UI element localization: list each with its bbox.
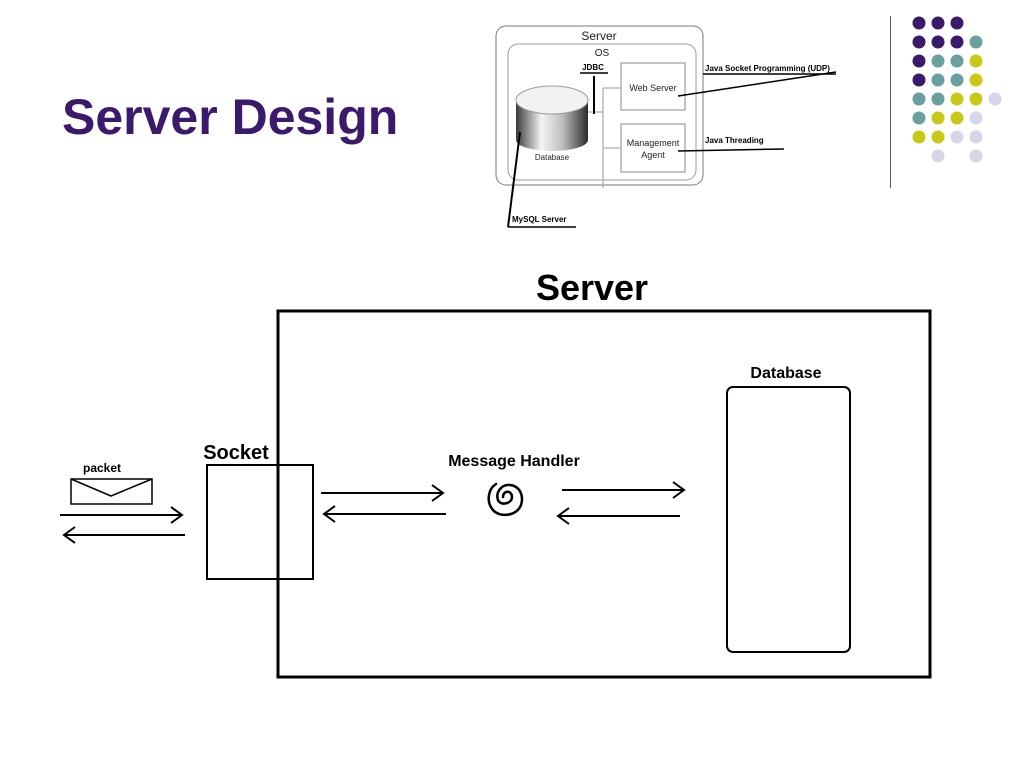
- decorative-dot: [931, 149, 945, 163]
- decorative-dot: [950, 92, 964, 106]
- small-web-server-box: [620, 62, 686, 111]
- arrow-packet-in: [60, 506, 184, 524]
- database-box: [726, 386, 851, 653]
- packet-envelope-icon: [70, 478, 153, 505]
- decorative-dot: [969, 92, 983, 106]
- decorative-dot: [912, 73, 926, 87]
- decorative-dot: [969, 35, 983, 49]
- decorative-dot: [969, 73, 983, 87]
- decorative-dot: [912, 54, 926, 68]
- management-agent-label-line2: Agent: [641, 150, 665, 160]
- decorative-dot: [931, 92, 945, 106]
- arrow-handler-to-socket: [322, 505, 446, 523]
- server-box: [276, 309, 932, 679]
- message-handler-label: Message Handler: [448, 453, 580, 470]
- database-label: Database: [750, 365, 821, 382]
- decorative-dot: [931, 111, 945, 125]
- decorative-dot: [912, 16, 926, 30]
- arrow-socket-to-handler: [321, 484, 445, 502]
- decorative-dot: [912, 111, 926, 125]
- decorative-dot-grid: [912, 16, 1002, 163]
- callout-threading: Java Threading: [705, 136, 764, 145]
- divider-line: [890, 16, 891, 188]
- decorative-dot: [969, 111, 983, 125]
- arrow-database-to-handler: [556, 507, 680, 525]
- main-server-diagram: Server Database Socket Message Handler p…: [60, 267, 932, 679]
- decorative-dot: [969, 54, 983, 68]
- decorative-dot: [988, 92, 1002, 106]
- decorative-dot: [912, 35, 926, 49]
- decorative-dot: [931, 54, 945, 68]
- socket-box: [206, 464, 314, 580]
- decorative-dot: [931, 130, 945, 144]
- decorative-dot: [950, 130, 964, 144]
- decorative-dot: [950, 73, 964, 87]
- arrow-packet-out: [62, 526, 185, 544]
- small-management-agent-box: [620, 123, 686, 173]
- management-agent-label-line1: Management: [627, 138, 680, 148]
- server-label: Server: [536, 267, 648, 308]
- page-title: Server Design: [62, 89, 399, 145]
- arrow-handler-to-database: [562, 481, 686, 499]
- packet-label: packet: [83, 461, 121, 475]
- jdbc-label: JDBC: [582, 63, 604, 72]
- small-database-label: Database: [535, 153, 570, 162]
- decorative-dot: [931, 73, 945, 87]
- decorative-dot: [950, 111, 964, 125]
- callout-udp: Java Socket Programming (UDP): [705, 64, 830, 73]
- socket-label: Socket: [203, 442, 269, 464]
- small-server-label: Server: [581, 29, 616, 43]
- small-database-cylinder: [515, 85, 589, 151]
- web-server-label: Web Server: [629, 83, 676, 93]
- decorative-dot: [912, 92, 926, 106]
- decorative-dot: [931, 35, 945, 49]
- callout-mysql: MySQL Server: [512, 215, 567, 224]
- decorative-dot: [950, 16, 964, 30]
- small-architecture-diagram: Server OS JDBC Database Web Server Manag…: [495, 25, 837, 228]
- decorative-dot: [950, 54, 964, 68]
- decorative-dot: [969, 130, 983, 144]
- decorative-dot: [969, 149, 983, 163]
- decorative-dot: [950, 35, 964, 49]
- decorative-dot: [931, 16, 945, 30]
- small-os-label: OS: [595, 48, 610, 59]
- message-handler-spiral-icon: [487, 482, 524, 517]
- decorative-dot: [912, 130, 926, 144]
